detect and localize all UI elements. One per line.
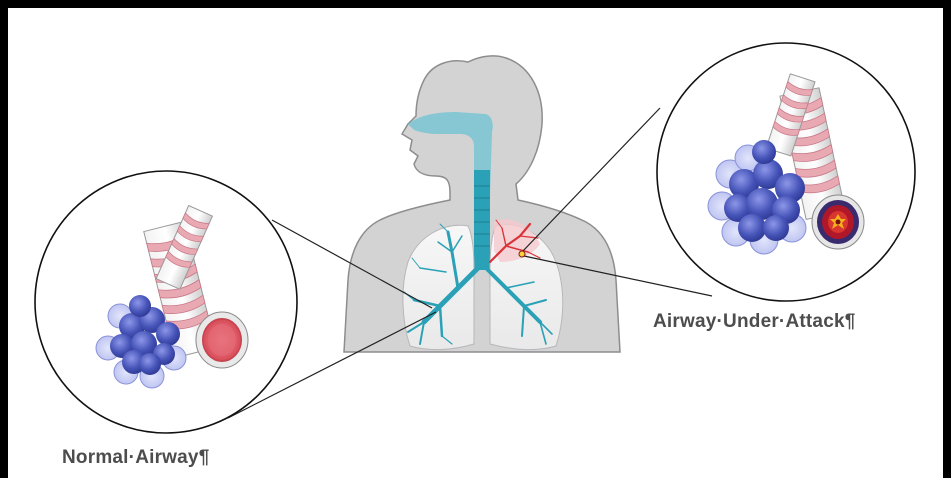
- airway-under-attack-label: Airway·Under·Attack¶: [653, 311, 856, 333]
- attacked-lumen-section: [812, 195, 864, 249]
- normal-airway-zoom: [35, 171, 297, 433]
- attacked-airway-zoom: [657, 43, 915, 301]
- attack-point-marker: [519, 251, 525, 257]
- human-silhouette: [344, 56, 620, 352]
- trachea: [474, 170, 490, 270]
- normal-lumen-section: [196, 312, 248, 368]
- normal-airway-label: Normal·Airway¶: [62, 447, 209, 469]
